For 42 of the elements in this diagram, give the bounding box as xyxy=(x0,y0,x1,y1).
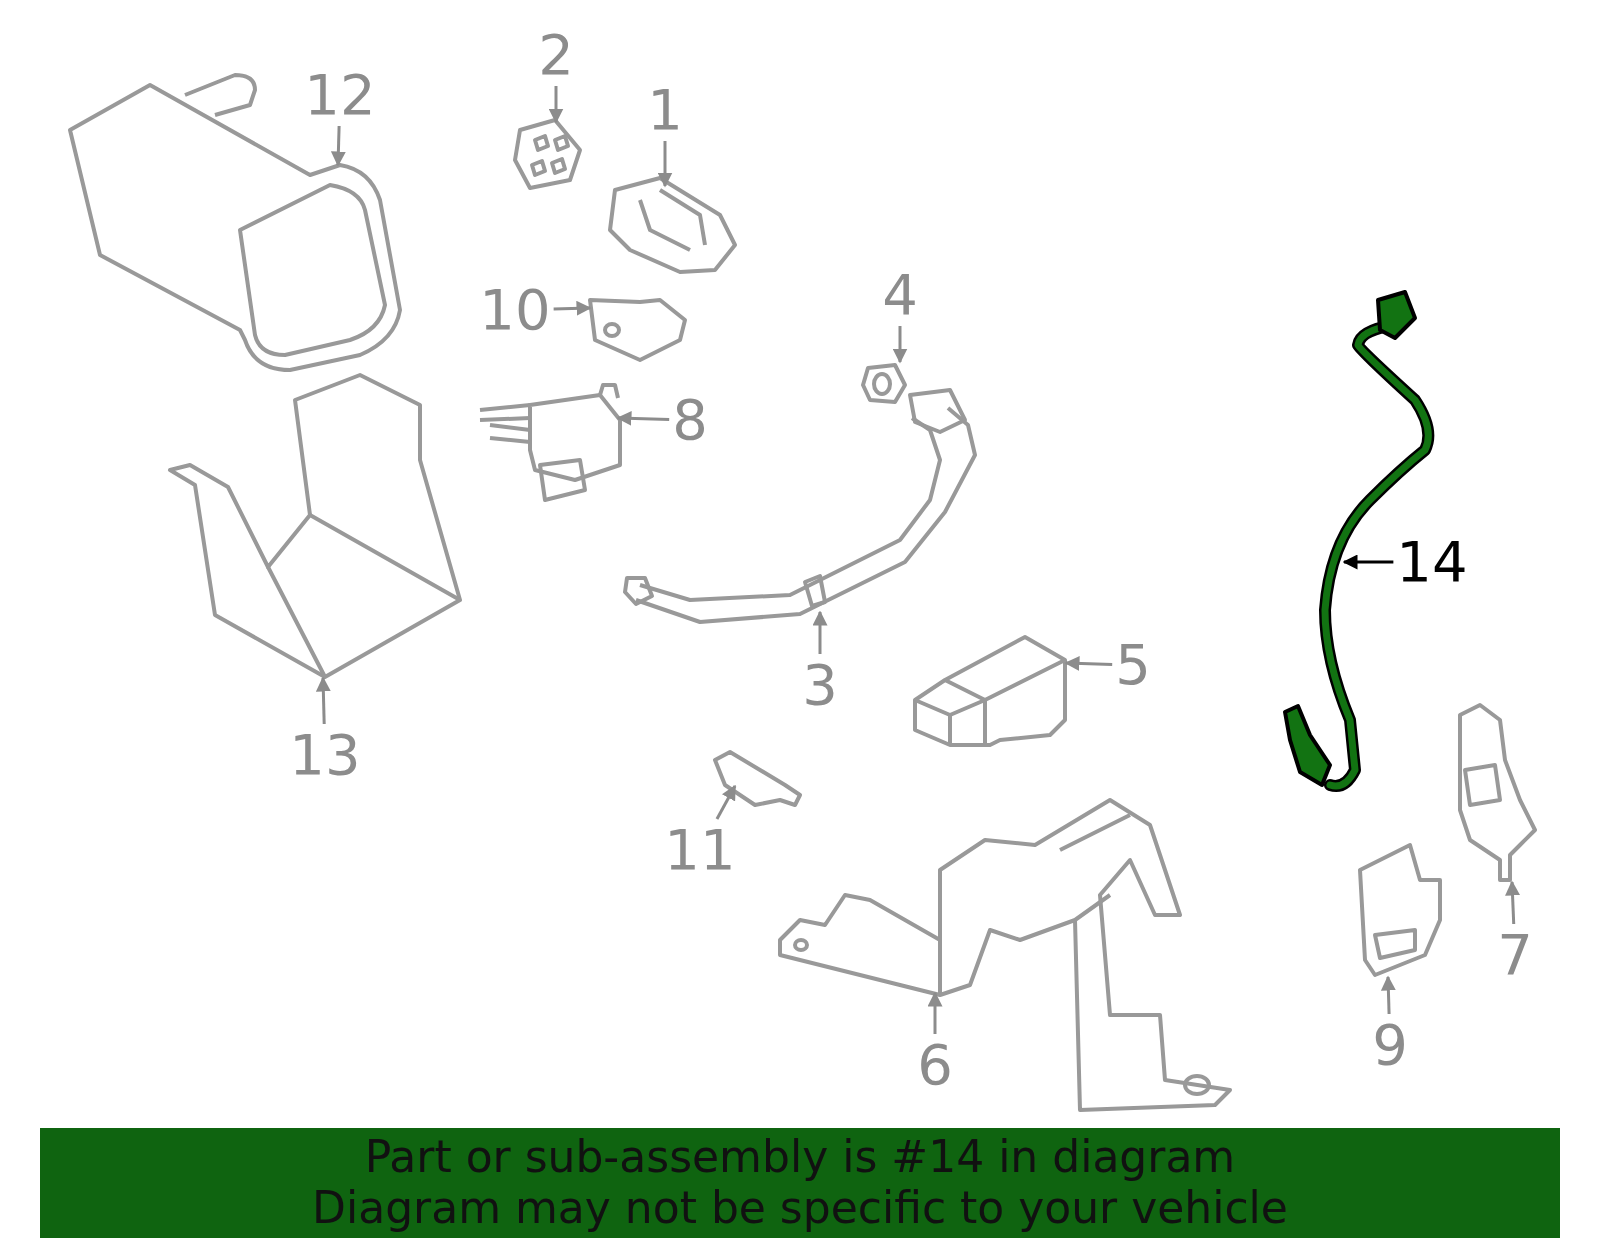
canister-drawing xyxy=(68,73,402,372)
connector-drawing xyxy=(513,118,582,190)
callout-number: 14 xyxy=(1396,534,1468,590)
leader-line xyxy=(927,991,943,1034)
callout-number: 10 xyxy=(479,282,551,338)
callout-number: 1 xyxy=(647,82,683,138)
valve-drawing xyxy=(608,176,737,274)
leader-line xyxy=(616,410,670,426)
callout-number: 8 xyxy=(672,392,708,448)
sensor-drawing xyxy=(1458,703,1537,882)
callout-number: 2 xyxy=(538,27,574,83)
leader-line xyxy=(1064,655,1113,671)
callout-number: 4 xyxy=(882,267,918,323)
callout-number: 9 xyxy=(1372,1017,1408,1073)
leader-line xyxy=(657,141,673,188)
valve-drawing xyxy=(713,750,802,807)
leader-line xyxy=(553,300,592,316)
bracket-drawing xyxy=(778,798,1232,1112)
valve-drawing xyxy=(478,383,622,502)
leader-line xyxy=(1505,880,1521,925)
bracket-drawing xyxy=(1358,843,1442,977)
leader-line xyxy=(548,86,564,124)
module-drawing xyxy=(913,635,1067,747)
shield-drawing xyxy=(168,373,462,679)
callout-number: 6 xyxy=(917,1037,953,1093)
leader-line xyxy=(1342,554,1394,570)
callout-number: 12 xyxy=(304,67,376,123)
leader-line xyxy=(892,326,908,364)
leader-line xyxy=(330,125,346,167)
caption: Part or sub-assembly is #14 in diagram Diagram may not be specific to your vehicle xyxy=(311,1132,1289,1234)
callout-number: 13 xyxy=(289,727,361,783)
callout-number: 5 xyxy=(1115,637,1151,693)
leader-line xyxy=(715,784,737,820)
callout-number: 7 xyxy=(1497,927,1533,983)
leader-line xyxy=(315,676,331,725)
leader-line xyxy=(1380,975,1396,1015)
leader-line xyxy=(812,610,828,654)
callout-number: 3 xyxy=(802,657,838,713)
pipe-drawing xyxy=(623,388,977,624)
gasket-drawing xyxy=(861,363,907,404)
bracket-drawing xyxy=(588,298,687,362)
callout-number: 11 xyxy=(664,822,736,878)
